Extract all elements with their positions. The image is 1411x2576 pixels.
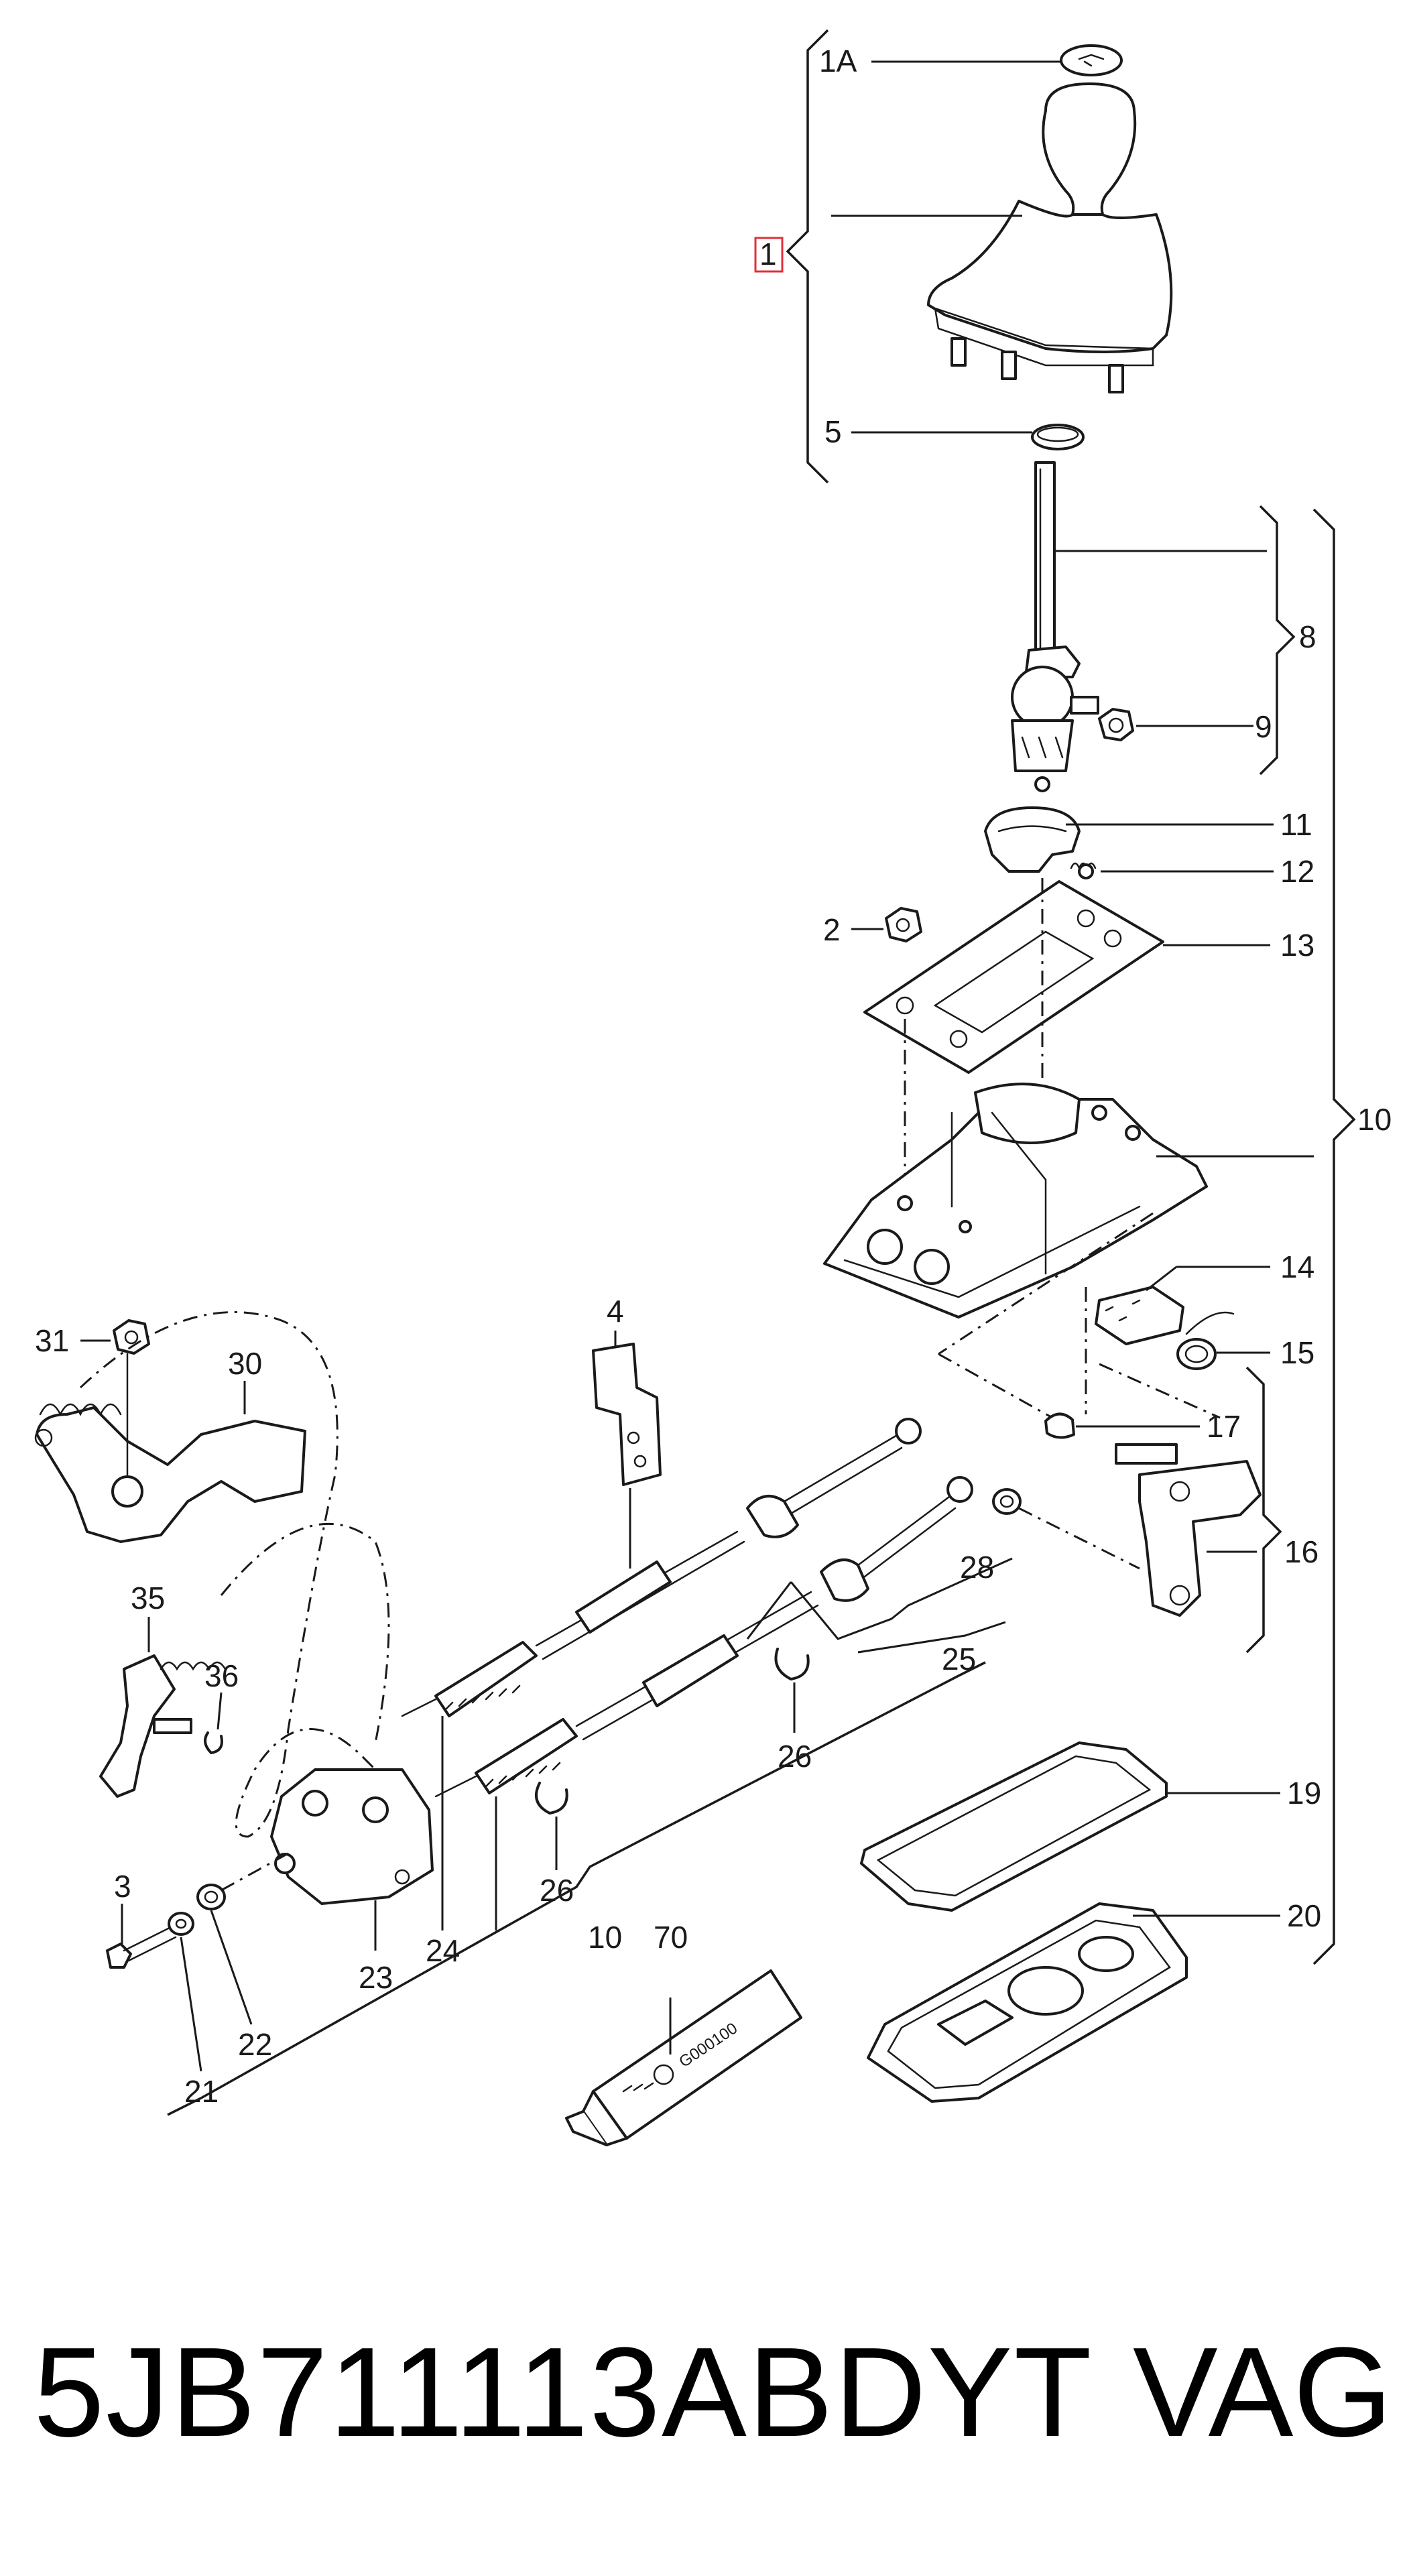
part-26-clip-b [774,1648,810,1680]
part-23-mounting-bracket [270,1768,434,1905]
part-20-base-plate [867,1902,1188,2103]
highlight-box-1 [754,237,784,273]
bracket-group-10-lower [167,1661,986,2116]
callout-1a: 1A [819,44,857,78]
callout-5: 5 [824,414,842,449]
callout-4: 4 [607,1294,624,1329]
callout-3: 3 [114,1869,131,1904]
part-28-bush [992,1488,1022,1515]
part-14-selector-block [1095,1286,1184,1345]
callout-21: 21 [184,2074,219,2109]
leader-22 [210,1910,253,2025]
callout-12: 12 [1280,854,1314,889]
callout-31: 31 [35,1323,69,1358]
part-number: 5JB711113ABDYT [34,2321,1093,2463]
bracket-group-10 [1312,508,1356,1965]
callout-15: 15 [1280,1335,1314,1370]
align-line-g [1018,1507,1140,1570]
callout-2: 2 [823,912,841,947]
part-1a-knob-cap [1060,44,1123,76]
part-2-nut [885,907,922,942]
part-1-shift-knob-boot [927,82,1173,393]
cable-routing-path [79,1311,390,1838]
callout-30: 30 [228,1346,262,1381]
callout-24: 24 [426,1933,460,1968]
bracket-group-16 [1245,1366,1282,1654]
part-24-selector-cable [401,1418,922,1717]
align-line-f [1099,1363,1221,1419]
part-70-grease-tube: G000100 [565,1969,802,2146]
brand-label: VAG [1133,2321,1393,2463]
part-12-spring [1070,862,1097,879]
leader-25 [746,1557,1013,1654]
part-22-grommet [196,1884,226,1910]
align-line-h [221,1852,289,1892]
callout-10-right: 10 [1357,1102,1392,1137]
callout-35: 35 [131,1581,165,1615]
bracket-group-1 [786,29,829,484]
part-24-gear-cable [434,1476,973,1798]
part-11-guide [984,806,1081,873]
callout-13: 13 [1280,928,1314,963]
part-19-gasket [860,1741,1168,1912]
align-line-d [938,1353,1053,1419]
part-8-shift-lever [1011,461,1099,792]
callout-70: 70 [654,1920,688,1955]
callout-36: 36 [204,1658,239,1693]
leader-14 [1146,1266,1177,1292]
callout-25: 25 [942,1642,976,1676]
leader-36 [217,1692,223,1730]
callout-16: 16 [1284,1534,1318,1569]
callout-20: 20 [1287,1898,1321,1933]
callout-17: 17 [1207,1409,1241,1444]
part-15-spring-clip [1176,1311,1235,1370]
part-13-seal-plate [863,880,1164,1074]
part-30-lever-bracket [34,1353,306,1543]
part-21-washer [168,1912,194,1936]
callout-11: 11 [1280,807,1312,842]
cable-routing-path-b [220,1522,390,1743]
part-9-nut [1098,708,1134,741]
callout-9: 9 [1255,709,1272,744]
part-10-shift-housing [823,1083,1208,1318]
part-35-relay-lever [99,1654,227,1798]
part-36-clip [204,1731,223,1754]
callout-26-left: 26 [540,1873,574,1908]
callout-14: 14 [1280,1249,1314,1284]
callout-8: 8 [1299,619,1316,654]
part-26-clip-a [535,1782,568,1815]
callout-23: 23 [359,1960,393,1995]
callout-10-lower: 10 [588,1920,622,1955]
part-31-nut [113,1319,150,1355]
align-line-c [938,1212,1154,1355]
callout-26-right: 26 [778,1739,812,1774]
callout-1: 1 [759,237,777,271]
callout-22: 22 [238,2027,272,2062]
part-17-retaining-clip [1044,1412,1075,1439]
bracket-group-8 [1259,505,1296,776]
part-4-cable-bracket [592,1343,662,1486]
callout-19: 19 [1287,1776,1321,1811]
callout-28: 28 [960,1550,994,1585]
part-16-selector-lever [1115,1443,1262,1617]
part-5-clamp [1031,424,1085,450]
leader-21 [180,1937,202,2072]
part-3-bolt [106,1926,177,1969]
